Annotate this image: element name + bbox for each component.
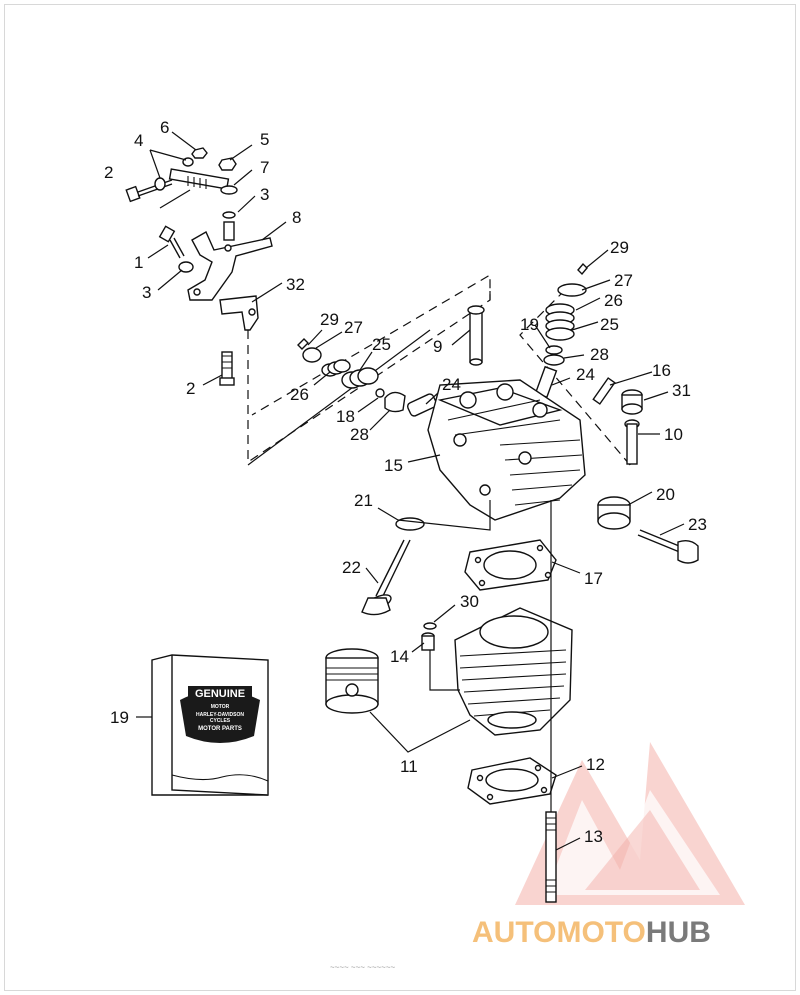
cylinder	[454, 607, 573, 736]
callout-12: 14	[390, 647, 409, 666]
valve-train-right	[534, 262, 643, 465]
callout-29: 29	[320, 310, 339, 329]
callout-29: 29	[610, 238, 629, 257]
callout-5: 5	[260, 130, 269, 149]
callout-17: 13	[584, 827, 603, 846]
callout-3: 3	[260, 185, 269, 204]
callout-25: 25	[600, 315, 619, 334]
callout-18: 19	[110, 708, 129, 727]
callout-2: 2	[186, 379, 195, 398]
callout-2: 2	[104, 163, 113, 182]
callout-4: 4	[134, 131, 143, 150]
svg-text:MOTOR: MOTOR	[211, 704, 230, 710]
callout-10: 10	[664, 425, 683, 444]
callout-28: 28	[350, 425, 369, 444]
svg-text:CYCLES: CYCLES	[210, 718, 231, 724]
callout-26: 26	[604, 291, 623, 310]
intake-valve	[361, 539, 411, 616]
callout-31: 31	[672, 381, 691, 400]
callout-3: 3	[142, 283, 151, 302]
mount-bracket-assembly	[125, 147, 273, 386]
callout-32: 32	[286, 275, 305, 294]
footer-caption: ~~~~ ~~~ ~~~~~~	[330, 963, 396, 972]
callout-13: 15	[384, 456, 403, 475]
callout-24: 24	[442, 375, 461, 394]
callout-25: 25	[372, 335, 391, 354]
watermark-text: AUTOMOTOHUB	[472, 916, 711, 949]
callout-26: 26	[290, 385, 309, 404]
piston	[325, 648, 379, 714]
dowel-pin	[421, 632, 435, 651]
callout-6: 6	[160, 118, 169, 137]
callout-21: 21	[354, 491, 373, 510]
svg-text:GENUINE: GENUINE	[195, 688, 245, 700]
diagram-frame	[4, 4, 796, 991]
callout-8: 8	[292, 208, 301, 227]
watermark-automoto: AUTOMOTOHUB	[472, 916, 711, 949]
callout-labels: 2 4 6 5 7 3 8 1 3 32 2 29 27 25 26 18 28…	[104, 118, 707, 846]
o-ring	[423, 622, 437, 630]
callout-19: 18	[336, 407, 355, 426]
cylinder-head	[427, 379, 586, 521]
box-logo: GENUINE MOTOR HARLEY-DAVIDSON CYCLES MOT…	[195, 688, 245, 732]
valve-guide-ring	[597, 496, 631, 530]
callout-1: 1	[134, 253, 143, 272]
callout-7: 7	[260, 158, 269, 177]
svg-text:MOTOR PARTS: MOTOR PARTS	[198, 726, 242, 732]
base-gasket	[467, 757, 557, 805]
exhaust-valve	[637, 529, 699, 564]
callout-27: 27	[614, 271, 633, 290]
valve-train-left	[297, 305, 485, 417]
callout-28: 28	[590, 345, 609, 364]
cylinder-stud	[545, 811, 557, 903]
callout-22: 22	[342, 558, 361, 577]
callout-27: 27	[344, 318, 363, 337]
callout-16: 12	[586, 755, 605, 774]
callout-24: 24	[576, 365, 595, 384]
callout-19: 19	[520, 315, 539, 334]
callout-20: 20	[656, 485, 675, 504]
leader-lines	[136, 131, 685, 851]
gasket-kit-box	[151, 654, 269, 796]
watermark-logo	[515, 742, 745, 905]
svg-text:HARLEY-DAVIDSON: HARLEY-DAVIDSON	[196, 712, 244, 718]
callout-15: 17	[584, 569, 603, 588]
head-gasket	[464, 539, 557, 591]
callout-14: 16	[652, 361, 671, 380]
callout-30: 30	[460, 592, 479, 611]
callout-9: 9	[433, 337, 442, 356]
callout-23: 23	[688, 515, 707, 534]
callout-11: 11	[400, 757, 418, 776]
